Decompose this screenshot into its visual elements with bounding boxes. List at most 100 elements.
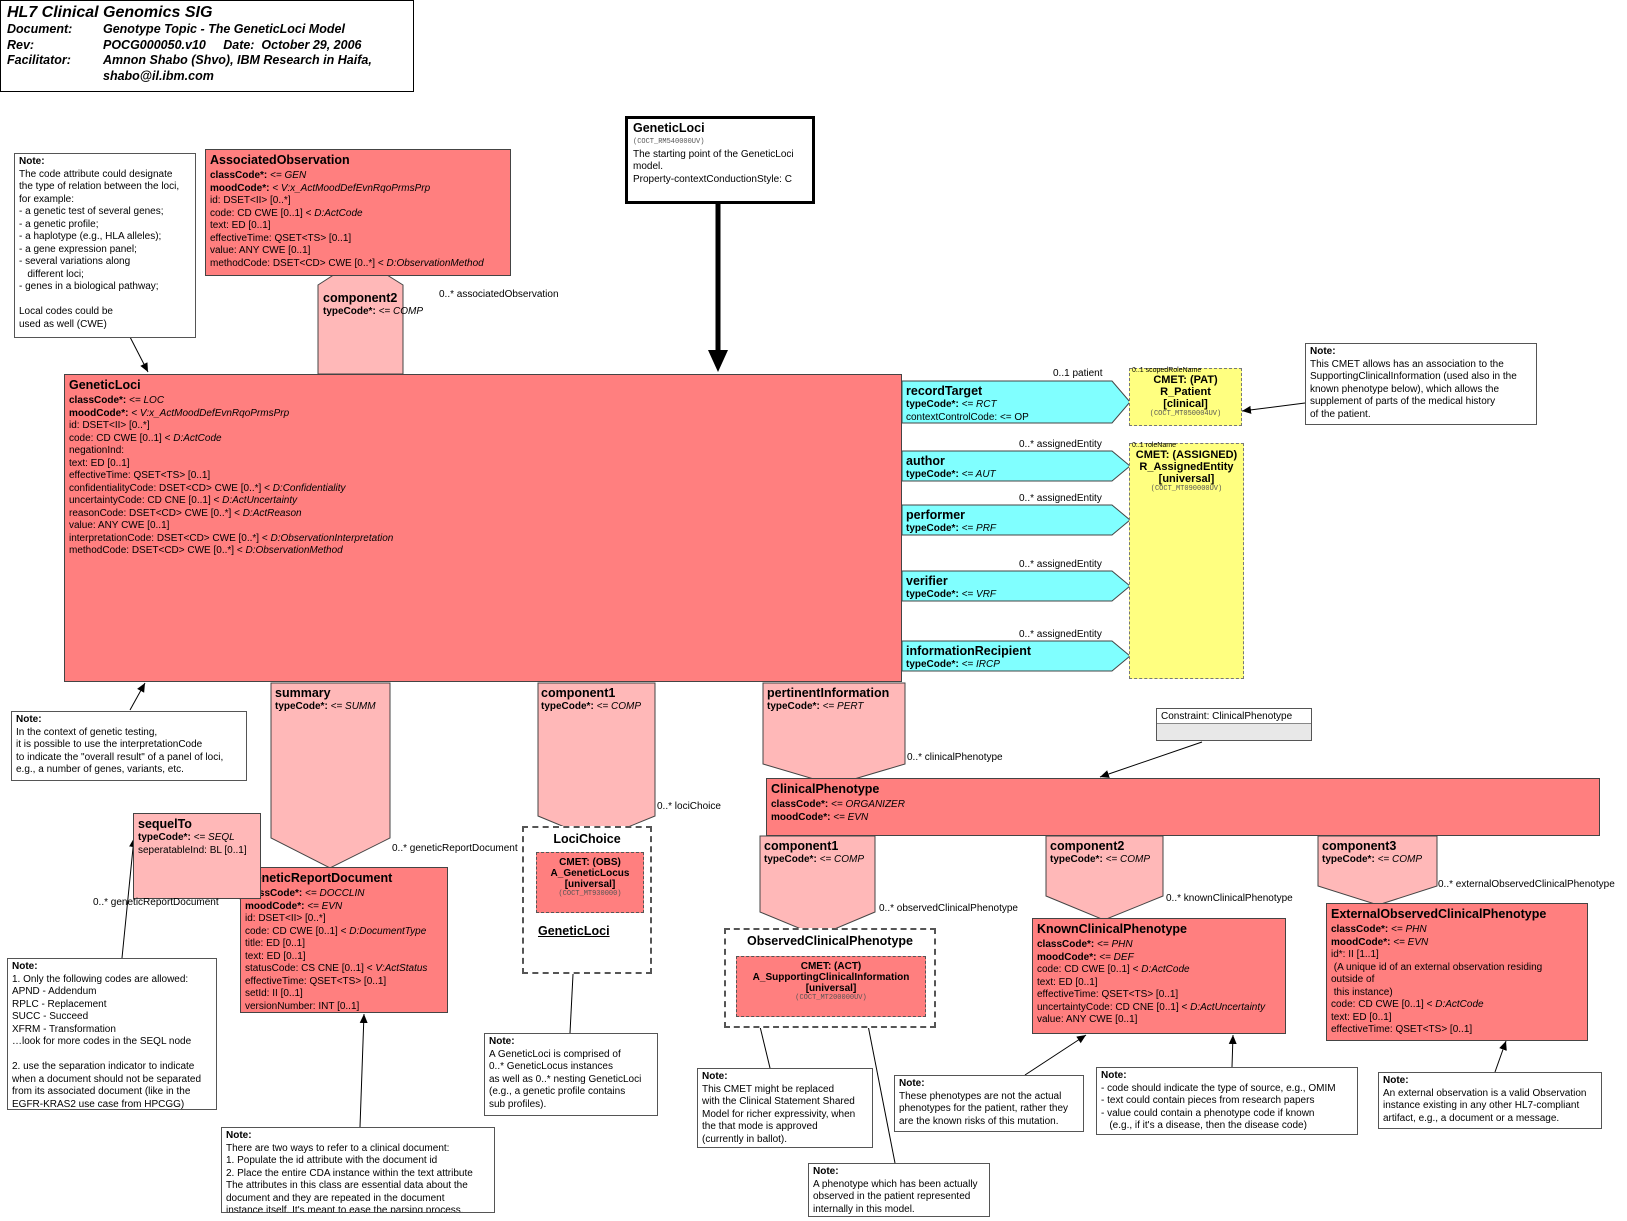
note-line: - a gene expression panel; [19, 243, 137, 255]
class-attribute: confidentialityCode: DSET<CD> CWE [0..*]… [69, 482, 346, 494]
note-line: This CMET might be replaced [702, 1083, 835, 1095]
note-observed: Note:A phenotype which has been actually… [808, 1163, 990, 1217]
note-line: used as well (CWE) [19, 318, 107, 330]
class-attribute: value: ANY CWE [0..1] [210, 245, 311, 256]
entry-line: model. [633, 161, 664, 172]
note-patient-cmet: Note:This CMET allows has an association… [1305, 343, 1537, 425]
entry-line: The starting point of the GeneticLoci [633, 148, 794, 160]
note-title: Note: [899, 1078, 925, 1089]
note-line: instance existing in any other HL7-compl… [1383, 1100, 1580, 1111]
class-attribute: setId: II [0..1] [245, 988, 303, 999]
note-external: Note:An external observation is a valid … [1378, 1072, 1602, 1129]
sequelTo-extra: seperatableInd: BL [0..1] [138, 844, 247, 856]
class-attribute: uncertaintyCode: CD CNE [0..1] < D:ActUn… [69, 495, 298, 506]
verifier-label: verifier typeCode*: <= VRF [906, 574, 997, 600]
note-line: (e.g., if it's a disease, then the disea… [1101, 1120, 1307, 1131]
class-attribute: reasonCode: DSET<CD> CWE [0..*] < D:ActR… [69, 507, 302, 519]
class-attribute: moodCode*: < V:x_ActMoodDefEvnRqoPrmsPrp [69, 407, 290, 419]
note-line: sub profiles). [489, 1098, 547, 1110]
class-attribute: this instance) [1331, 986, 1393, 998]
sequelTo-typecode: typeCode*: <= SEQL [138, 832, 235, 843]
class-attribute: classCode*: <= DOCCLIN [245, 888, 365, 899]
header-row: Rev:POCG000050.v10 Date: October 29, 200… [7, 37, 362, 52]
choice-observed-clinical-phenotype: ObservedClinicalPhenotype CMET: (ACT) A_… [724, 928, 936, 1028]
class-attribute: moodCode*: < V:x_ActMoodDefEvnRqoPrmsPrp [210, 182, 431, 194]
class-known-clinical-phenotype: KnownClinicalPhenotype classCode*: <= PHN… [1032, 918, 1286, 1034]
note-line: from its associated document (like in th… [12, 1086, 191, 1097]
class-attribute: id: DSET<II> [0..*] [69, 420, 150, 431]
note-line: - code should indicate the type of sourc… [1101, 1082, 1336, 1094]
note-line: 1. Populate the id attribute with the do… [226, 1155, 438, 1166]
label-observed-clinical-phenotype: 0..* observedClinicalPhenotype [879, 903, 1018, 914]
class-title: AssociatedObservation [210, 153, 350, 167]
note-line: supplement of parts of the medical histo… [1310, 396, 1496, 407]
class-attribute: outside of [1331, 974, 1375, 985]
class-title: GeneticLoci [69, 378, 141, 392]
sequelTo-box: sequelTo typeCode*: <= SEQL seperatableI… [133, 813, 261, 899]
class-attribute: id*: II [1..1] [1331, 949, 1379, 960]
note-line: with the Clinical Statement Shared [702, 1096, 855, 1107]
note-line: to indicate the "overall result" of a pa… [16, 751, 224, 763]
note-line: 2. use the separation indicator to indic… [12, 1061, 195, 1072]
note-line: as well as 0..* nesting GeneticLoci [489, 1073, 642, 1085]
note-line: A GeneticLoci is comprised of [489, 1048, 621, 1060]
recordTarget-label: recordTarget typeCode*: <= RCT contextCo… [906, 384, 1029, 423]
header-row: shabo@il.ibm.com [103, 68, 214, 83]
class-attribute: text: ED [0..1] [245, 950, 306, 962]
class-attribute: text: ED [0..1] [1331, 1011, 1392, 1023]
entry-point-box: GeneticLoci (COCT_RM540000UV) The starti… [625, 116, 815, 204]
class-attribute: classCode*: <= GEN [210, 170, 307, 181]
note-line: 0..* GeneticLocus instances [489, 1061, 613, 1072]
note-title: Note: [1310, 346, 1336, 357]
class-attribute: methodCode: DSET<CD> CWE [0..*] < D:Obse… [69, 545, 343, 556]
note-line: of the patient. [1310, 408, 1371, 420]
note-line: - a genetic profile; [19, 218, 99, 230]
cp-component3-shape [1317, 835, 1438, 906]
note-line: for example: [19, 193, 75, 205]
note-line: (e.g., a genetic profile contains [489, 1086, 626, 1097]
class-attribute: uncertaintyCode: CD CNE [0..1] < D:ActUn… [1037, 1001, 1266, 1013]
author-shape [901, 450, 1131, 482]
class-attribute: effectiveTime: QSET<TS> [0..1] [245, 975, 387, 987]
note-line: e.g., a number of genes, variants, etc. [16, 764, 184, 775]
class-attribute: code: CD CWE [0..1] < D:ActCode [69, 432, 222, 444]
note-line: 1. Only the following codes are allowed: [12, 973, 189, 985]
note-known: Note:These phenotypes are not the actual… [894, 1075, 1084, 1132]
constraint-label: Constraint: ClinicalPhenotype [1161, 711, 1293, 722]
header-row: Facilitator:Amnon Shabo (Shvo), IBM Rese… [7, 53, 372, 67]
class-attribute: versionNumber: INT [0..1] [245, 1000, 360, 1012]
class-attribute: classCode*: <= PHN [1037, 939, 1133, 950]
note-line: - value could contain a phenotype code i… [1101, 1107, 1315, 1119]
note-line: internally in this model. [813, 1203, 915, 1215]
label-associated-observation: 0..* associatedObservation [439, 289, 559, 300]
note-clinical-document: Note:There are two ways to refer to a cl… [221, 1127, 495, 1213]
class-title: GeneticReportDocument [245, 871, 393, 885]
note-interpretation: Note:In the context of genetic testing,i… [11, 711, 247, 781]
note-line: There are two ways to refer to a clinica… [226, 1142, 450, 1154]
note-line: 2. Place the entire CDA instance within … [226, 1167, 473, 1179]
class-attribute: classCode*: <= LOC [69, 395, 165, 406]
note-line: - genes in a biological pathway; [19, 281, 159, 292]
note-line: artifact, e.g., a document or a message. [1383, 1112, 1560, 1124]
informationRecipient-shape [901, 640, 1131, 672]
class-attribute: effectiveTime: QSET<TS> [0..1] [69, 470, 211, 481]
note-line: SupportingClinicalInformation (used also… [1310, 371, 1517, 382]
class-attribute: moodCode*: <= EVN [771, 811, 869, 823]
class-attribute: (A unique id of an external observation … [1331, 961, 1543, 973]
component2-top-label: component2 typeCode*: <= COMP [323, 291, 424, 317]
label-clinical-phenotype: 0..* clinicalPhenotype [907, 752, 1003, 763]
note-title: Note: [813, 1166, 839, 1177]
label-patient: 0..1 patient [1053, 368, 1103, 379]
choice-loci: LociChoice CMET: (OBS) A_GeneticLocus [u… [522, 826, 652, 974]
class-attribute: effectiveTime: QSET<TS> [0..1] [210, 232, 352, 244]
pertinent-shape [762, 682, 906, 786]
note-line: SUCC - Succeed [12, 1011, 89, 1022]
class-attribute: interpretationCode: DSET<CD> CWE [0..*] … [69, 532, 394, 544]
class-title: KnownClinicalPhenotype [1037, 922, 1188, 936]
label-assigned-entity: 0..* assignedEntity [1019, 493, 1102, 504]
note-line: …look for more codes in the SEQL node [12, 1036, 192, 1047]
entry-line: Property-contextConductionStyle: C [633, 173, 792, 185]
note-title: Note: [19, 156, 45, 167]
